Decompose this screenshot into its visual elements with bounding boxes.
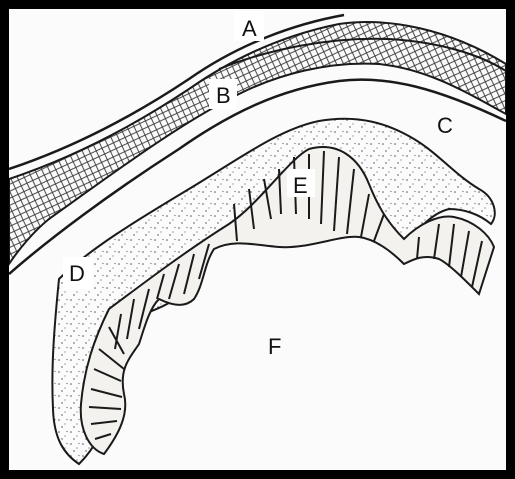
label-b-text: B bbox=[216, 83, 231, 108]
label-f-text: F bbox=[268, 334, 281, 359]
label-e-text: E bbox=[293, 173, 308, 198]
label-b: B bbox=[209, 79, 237, 109]
label-a-text: A bbox=[242, 16, 257, 41]
label-d-text: D bbox=[69, 261, 85, 286]
label-a: A bbox=[234, 11, 264, 41]
anatomy-diagram: A B C D E F bbox=[9, 9, 506, 470]
label-f: F bbox=[268, 334, 281, 359]
label-c-text: C bbox=[437, 113, 453, 138]
label-d: D bbox=[63, 257, 93, 289]
label-c: C bbox=[437, 113, 453, 138]
diagram-canvas: A B C D E F bbox=[9, 9, 506, 470]
label-e: E bbox=[287, 169, 315, 198]
